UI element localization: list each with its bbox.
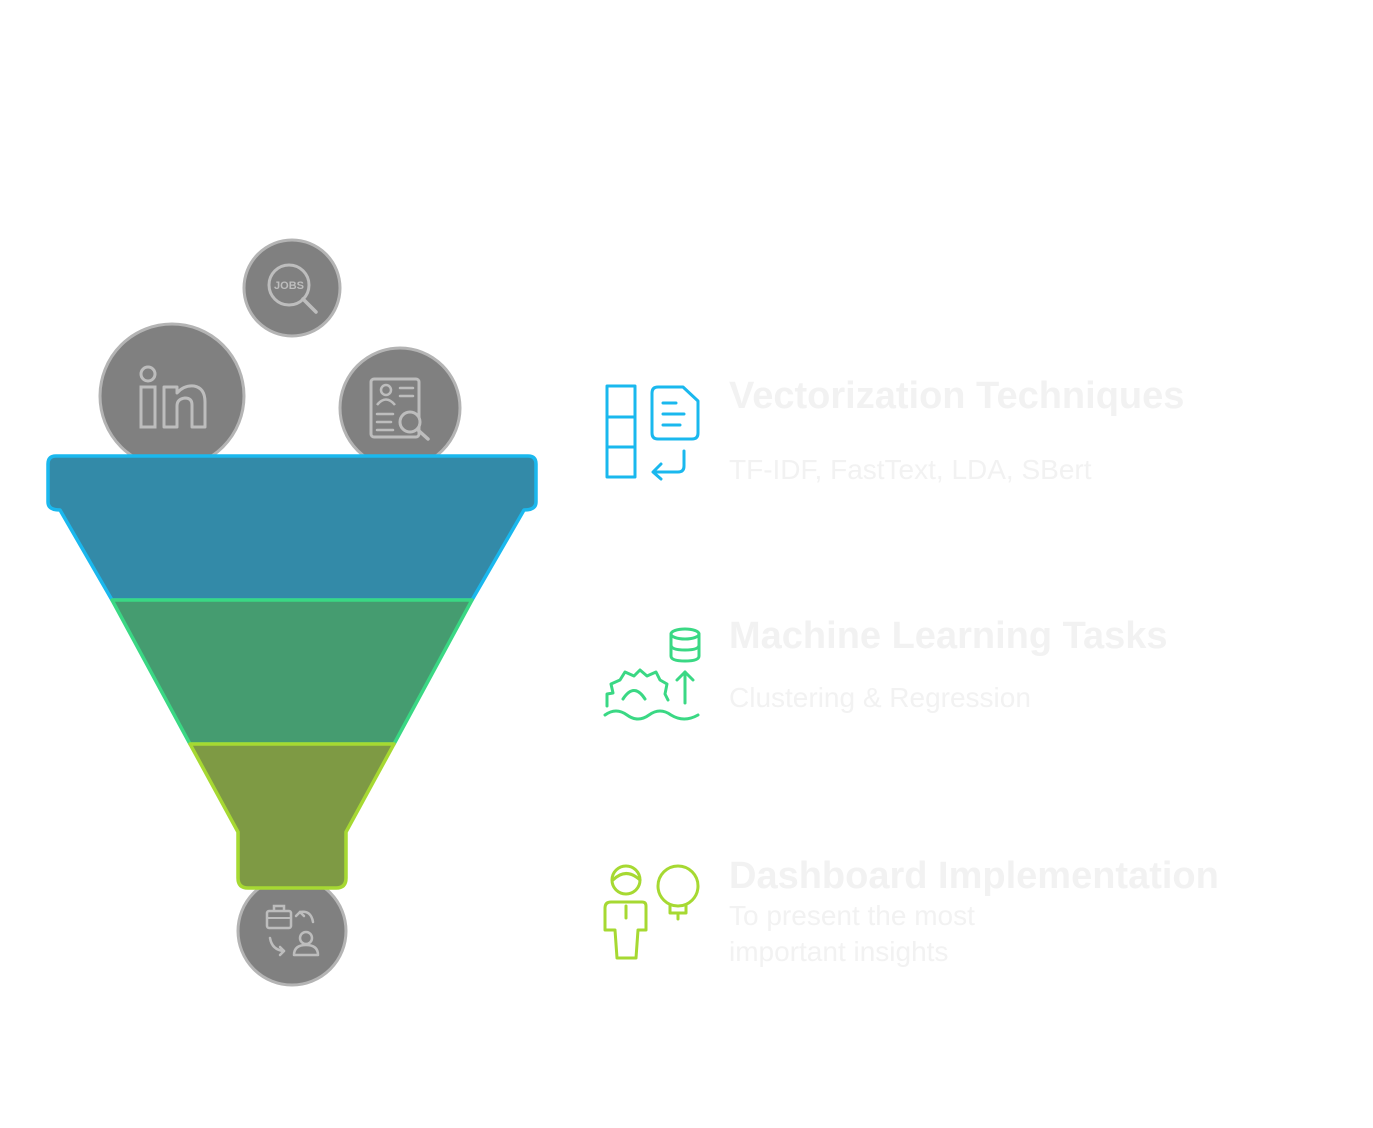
stage-desc-dashboard-line-1: To present the most [729, 900, 975, 931]
stage-desc-machine-learning: Clustering & Regression [729, 682, 1031, 713]
stage-title-dashboard: Dashboard Implementation [729, 855, 1219, 897]
jobs-search-icon: JOBS [242, 238, 342, 338]
linkedin-icon [98, 322, 246, 470]
stage-desc-dashboard: To present the most important insights [729, 898, 1329, 970]
job-candidate-match-icon [236, 875, 348, 987]
jobs-icon-label: JOBS [274, 280, 304, 292]
funnel-stage-vectorization [46, 454, 538, 602]
funnel-stages [46, 454, 538, 890]
stage-desc-dashboard-line-2: important insights [729, 936, 949, 967]
stage-desc-vectorization: TF-IDF, FastText, LDA, SBert [729, 454, 1092, 485]
stage-vectorization-text: Vectorization Techniques TF-IDF, FastTex… [729, 374, 1329, 488]
funnel-stage-machine-learning [110, 598, 474, 746]
resume-search-icon [338, 346, 462, 470]
stage-dashboard-text: Dashboard Implementation To present the … [729, 854, 1329, 970]
insight-presenter-icon [603, 864, 700, 960]
stage-machine-learning-text: Machine Learning Tasks Clustering & Regr… [729, 614, 1329, 716]
stage-title-vectorization: Vectorization Techniques [729, 375, 1185, 417]
funnel-stage-dashboard [188, 742, 396, 890]
machine-learning-data-icon [603, 627, 701, 721]
stage-title-machine-learning: Machine Learning Tasks [729, 615, 1168, 657]
vector-document-icon [605, 384, 700, 481]
